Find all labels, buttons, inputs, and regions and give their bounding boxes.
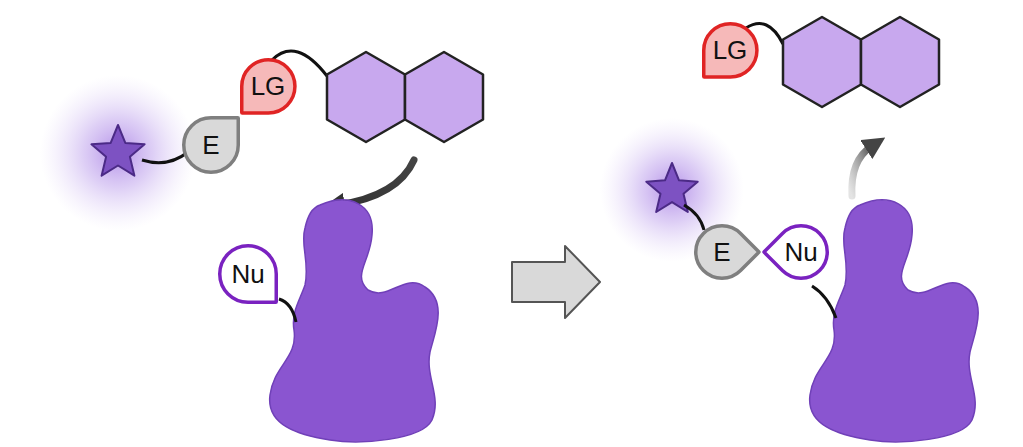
leaving-group-drop: LG [702, 22, 759, 79]
electrophile-drop: E [694, 224, 750, 280]
protein-blob [810, 200, 979, 442]
electrophile-drop: E [182, 116, 240, 174]
fluorophore-star [91, 125, 144, 176]
side-chain-linker [812, 286, 836, 318]
side-chain-linker [279, 299, 296, 322]
curved-arrow [852, 146, 872, 196]
group-label: E [713, 239, 730, 265]
linker [684, 205, 704, 230]
protein-blob [270, 200, 439, 442]
group-label: LG [251, 73, 286, 99]
nucleophile-drop: Nu [218, 244, 278, 304]
linker [142, 152, 188, 163]
drop-shape [220, 246, 277, 303]
fluorophore-star [646, 163, 697, 212]
drop-shape [184, 118, 239, 173]
leaving-group-drop: LG [240, 58, 297, 115]
drop-shape [241, 59, 294, 112]
drop-shape [685, 215, 759, 289]
curved-arrow [338, 160, 414, 205]
hexagon-ring [861, 17, 939, 107]
reaction-arrow [512, 246, 600, 318]
hexagon-ring [327, 52, 405, 142]
drop-shape [764, 215, 838, 289]
hexagon-ring [405, 52, 483, 142]
glow [40, 75, 196, 231]
group-label: Nu [784, 239, 817, 265]
drop-shape [703, 23, 756, 76]
hexagon-ring [783, 17, 861, 107]
group-label: E [202, 132, 219, 158]
nucleophile-drop: Nu [773, 224, 829, 280]
group-label: Nu [231, 261, 264, 287]
group-label: LG [713, 37, 748, 63]
